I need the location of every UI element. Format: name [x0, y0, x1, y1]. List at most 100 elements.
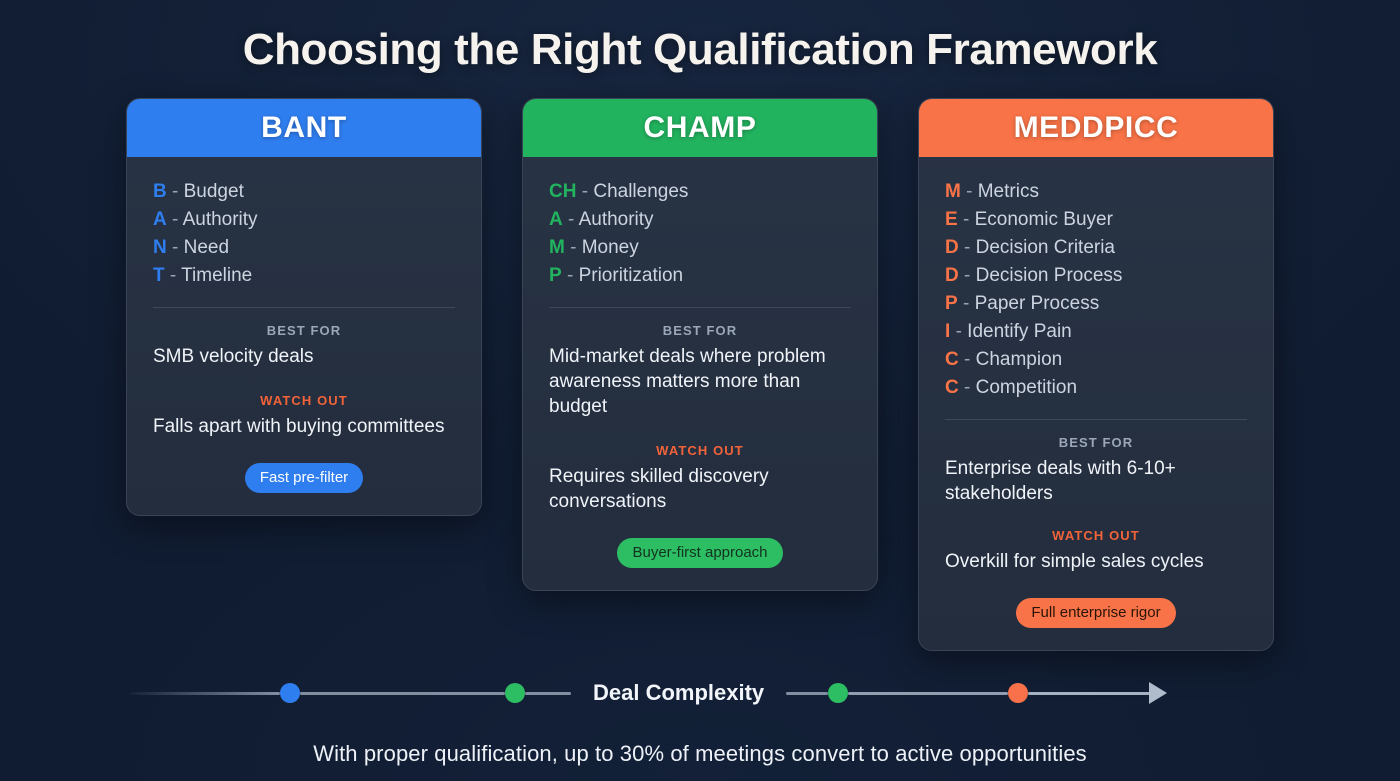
badge-container: Buyer-first approach — [549, 526, 851, 572]
acronym-list-champ: CH - Challenges A - Authority M - Money — [549, 179, 851, 288]
acronym-key: T — [153, 265, 165, 287]
acronym-dash: - — [962, 293, 970, 315]
acronym-term: Budget — [183, 181, 244, 203]
acronym-key: P — [945, 293, 958, 315]
card-body-champ: CH - Challenges A - Authority M - Money — [523, 157, 877, 590]
acronym-item: CH - Challenges — [549, 179, 851, 204]
acronym-term: Paper Process — [974, 293, 1100, 315]
framework-card-row: BANT B - Budget A - Authority N - — [126, 98, 1274, 652]
acronym-dash: - — [966, 181, 973, 203]
spectrum-marker-champ[interactable] — [505, 683, 525, 704]
acronym-key: E — [945, 209, 958, 231]
acronym-term: Need — [183, 237, 230, 259]
acronym-dash: - — [964, 265, 971, 287]
deal-complexity-spectrum: Deal Complexity — [130, 671, 1270, 715]
acronym-term: Identify Pain — [967, 321, 1072, 343]
card-spacer — [153, 439, 455, 451]
watch-out-text: Requires skilled discovery conversations — [549, 466, 769, 513]
arrow-right-icon — [1149, 682, 1168, 705]
watch-out-text: Overkill for simple sales cycles — [945, 551, 1204, 573]
acronym-item: M - Metrics — [945, 179, 1247, 204]
card-spacer — [945, 574, 1247, 586]
acronym-item: P - Prioritization — [549, 263, 851, 288]
framework-card-champ[interactable]: CHAMP CH - Challenges A - Authority M — [522, 98, 878, 592]
acronym-item: D - Decision Criteria — [945, 235, 1247, 260]
card-badge-meddpicc[interactable]: Full enterprise rigor — [1016, 598, 1176, 629]
acronym-key: A — [153, 209, 167, 231]
acronym-dash: - — [172, 181, 179, 203]
spectrum-segment — [130, 691, 280, 695]
acronym-dash: - — [169, 265, 177, 287]
spectrum-segment — [786, 691, 829, 695]
acronym-dash: - — [570, 237, 577, 259]
card-divider — [945, 419, 1247, 421]
card-header-meddpicc: MEDDPICC — [919, 99, 1273, 158]
framework-card-bant[interactable]: BANT B - Budget A - Authority N - — [126, 98, 482, 517]
acronym-key: M — [549, 237, 565, 259]
acronym-key: D — [945, 237, 959, 259]
acronym-key: B — [153, 181, 167, 203]
acronym-dash: - — [566, 265, 574, 287]
acronym-term: Authority — [182, 209, 258, 231]
acronym-list-meddpicc: M - Metrics E - Economic Buyer D - Decis… — [945, 179, 1247, 400]
card-header-bant: BANT — [127, 99, 481, 158]
acronym-key: M — [945, 181, 961, 203]
best-for-label: BEST FOR — [662, 323, 738, 339]
card-badge-bant[interactable]: Fast pre-filter — [244, 463, 364, 494]
acronym-term: Decision Process — [975, 265, 1123, 287]
acronym-dash: - — [962, 209, 970, 231]
acronym-term: Competition — [975, 377, 1078, 399]
acronym-item: C - Competition — [945, 375, 1247, 400]
acronym-item: M - Money — [549, 235, 851, 260]
acronym-dash: - — [581, 181, 589, 203]
acronym-term: Challenges — [593, 181, 689, 203]
framework-card-meddpicc[interactable]: MEDDPICC M - Metrics E - Economic Buyer … — [918, 98, 1274, 652]
card-header-champ: CHAMP — [523, 99, 877, 158]
watch-out-label: WATCH OUT — [1052, 528, 1140, 544]
spectrum-label: Deal Complexity — [593, 680, 765, 706]
acronym-item: P - Paper Process — [945, 291, 1247, 316]
acronym-term: Metrics — [977, 181, 1039, 203]
acronym-dash: - — [568, 209, 575, 231]
spectrum-marker-meddpicc[interactable] — [1008, 683, 1029, 704]
spectrum-segment — [300, 691, 505, 695]
spectrum-marker-champ-right[interactable] — [828, 683, 849, 704]
acronym-term: Economic Buyer — [974, 209, 1113, 231]
footer-note: With proper qualification, up to 30% of … — [313, 741, 1087, 767]
acronym-dash: - — [172, 237, 179, 259]
card-body-meddpicc: M - Metrics E - Economic Buyer D - Decis… — [919, 157, 1273, 650]
card-divider — [153, 307, 455, 309]
spectrum-segment — [1028, 691, 1151, 695]
acronym-item: C - Champion — [945, 347, 1247, 372]
acronym-dash: - — [955, 321, 962, 343]
card-badge-champ[interactable]: Buyer-first approach — [617, 538, 783, 569]
acronym-item: N - Need — [153, 235, 455, 260]
acronym-item: B - Budget — [153, 179, 455, 204]
acronym-item: A - Authority — [153, 207, 455, 232]
card-divider — [549, 307, 851, 309]
acronym-dash: - — [172, 209, 179, 231]
card-spacer — [549, 514, 851, 526]
acronym-key: C — [945, 377, 959, 399]
acronym-dash: - — [964, 349, 971, 371]
acronym-item: I - Identify Pain — [945, 319, 1247, 344]
spectrum-marker-bant[interactable] — [280, 683, 300, 704]
best-for-label: BEST FOR — [266, 323, 342, 339]
acronym-list-bant: B - Budget A - Authority N - Need — [153, 179, 455, 288]
acronym-term: Timeline — [181, 265, 253, 287]
acronym-term: Champion — [975, 349, 1063, 371]
acronym-key: I — [945, 321, 951, 343]
spectrum-segment — [848, 691, 1009, 695]
best-for-text: Enterprise deals with 6-10+ stakeholders — [945, 458, 1176, 505]
acronym-term: Prioritization — [578, 265, 684, 287]
acronym-item: A - Authority — [549, 207, 851, 232]
watch-out-label: WATCH OUT — [260, 393, 348, 409]
acronym-dash: - — [964, 377, 971, 399]
acronym-key: A — [549, 209, 563, 231]
best-for-text: SMB velocity deals — [153, 346, 314, 368]
best-for-text: Mid-market deals where problem awareness… — [549, 346, 826, 418]
watch-out-text: Falls apart with buying committees — [153, 416, 445, 438]
acronym-term: Decision Criteria — [975, 237, 1115, 259]
page-title: Choosing the Right Qualification Framewo… — [242, 25, 1158, 74]
badge-container: Fast pre-filter — [153, 451, 455, 497]
